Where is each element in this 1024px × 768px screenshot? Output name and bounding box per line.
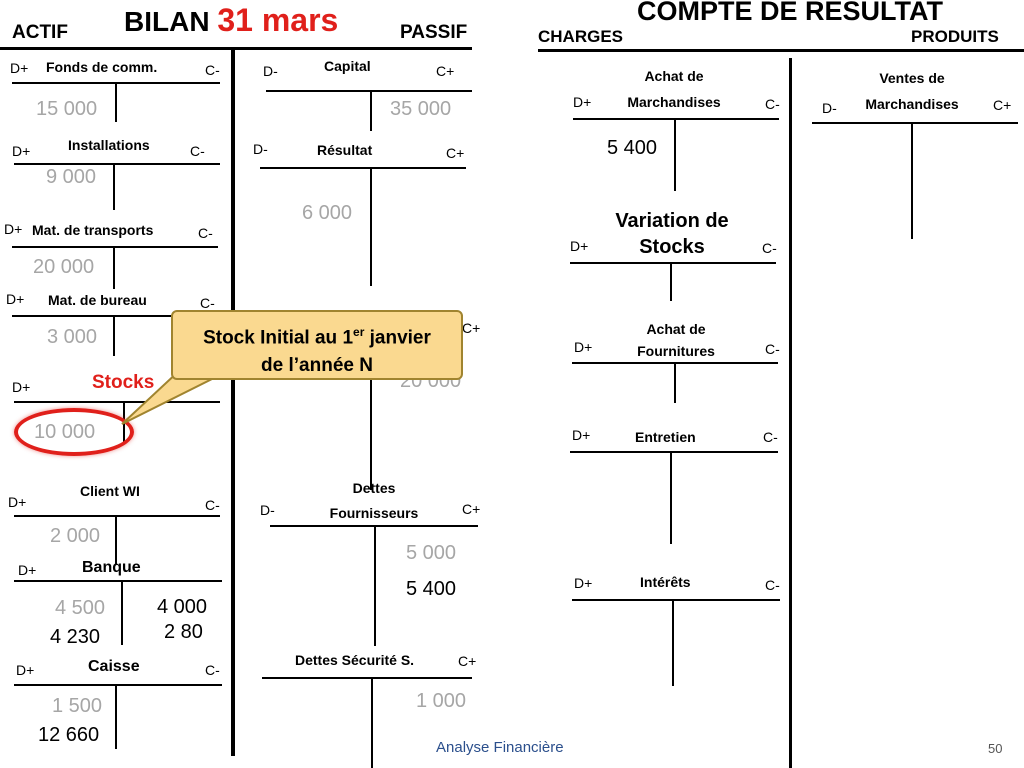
credit-sign: C+ (462, 320, 481, 336)
debit-sign: D+ (570, 238, 589, 254)
account-title: Fonds de comm. (46, 59, 158, 75)
credit-sign: C- (205, 62, 220, 78)
compte-title: COMPTE DE RÉSULTAT (637, 0, 943, 26)
debit-value: 12 660 (38, 724, 100, 746)
bilan-title-date: 31 mars (217, 2, 339, 38)
credit-value: 4 000 (157, 596, 208, 618)
debit-sign: D+ (16, 662, 35, 678)
debit-value: 4 230 (50, 626, 101, 648)
account-title: Dettes Fournisseurs (329, 480, 419, 521)
debit-sign: D+ (12, 143, 31, 159)
account-title: Banque (82, 559, 141, 576)
account-title: Stocks (92, 372, 155, 393)
debit-sign: D- (263, 63, 278, 79)
debit-value: 20 000 (33, 256, 95, 278)
debit-value: 5 400 (607, 137, 658, 159)
passif-label: PASSIF (400, 22, 468, 43)
credit-sign: C+ (436, 63, 455, 79)
account-title: Mat. de bureau (48, 292, 147, 308)
credit-sign: C- (765, 341, 780, 357)
debit-value: 9 000 (46, 166, 97, 188)
credit-sign: C- (765, 96, 780, 112)
footer-title: Analyse Financière (436, 739, 564, 756)
debit-value: 4 500 (55, 597, 106, 619)
debit-sign: D+ (574, 339, 593, 355)
credit-sign: C- (765, 577, 780, 593)
produits-label: PRODUITS (911, 27, 999, 46)
credit-sign: C- (762, 240, 777, 256)
debit-sign: D+ (12, 379, 31, 395)
debit-sign: D+ (10, 60, 29, 76)
account-title: Client WI (80, 483, 140, 499)
debit-value: 15 000 (36, 98, 98, 120)
credit-sign: C+ (446, 145, 465, 161)
credit-sign: C- (763, 429, 778, 445)
credit-sign: C- (200, 295, 215, 311)
debit-sign: D- (253, 141, 268, 157)
callout-line-1: Stock Initial au 1er janvier (203, 325, 431, 349)
actif-label: ACTIF (12, 22, 68, 43)
credit-value: 1 000 (416, 690, 467, 712)
credit-sign: C- (205, 662, 220, 678)
account-title: Achat de Marchandises (627, 68, 721, 110)
debit-value: 3 000 (47, 326, 98, 348)
account-title: Intérêts (640, 574, 691, 590)
credit-sign: C+ (462, 501, 481, 517)
credit-sign: C+ (458, 653, 477, 669)
credit-value: 2 80 (164, 621, 203, 643)
account-title: Achat de Fournitures (637, 321, 715, 359)
compte-header-rule (538, 49, 1024, 52)
debit-sign: D+ (6, 291, 25, 307)
debit-value: 2 000 (50, 525, 101, 547)
debit-sign: D+ (4, 221, 23, 237)
account-title: Installations (68, 137, 150, 153)
account-title: Résultat (317, 142, 373, 158)
account-title: Dettes Sécurité S. (295, 652, 415, 668)
account-title: Caisse (88, 658, 140, 675)
debit-sign: D+ (573, 94, 592, 110)
compte-center-divider (789, 58, 792, 768)
credit-sign: C+ (993, 97, 1012, 113)
account-title: Capital (324, 58, 371, 74)
account-title: Entretien (635, 429, 696, 445)
debit-sign: D- (260, 502, 275, 518)
callout-stock-initial: Stock Initial au 1er janvier de l’année … (171, 310, 463, 380)
debit-sign: D+ (8, 494, 27, 510)
debit-sign: D+ (18, 562, 37, 578)
callout-line-2: de l’année N (261, 355, 373, 377)
debit-value: 6 000 (302, 202, 353, 224)
account-title: Ventes de Marchandises (865, 70, 959, 112)
debit-value: 1 500 (52, 695, 103, 717)
debit-sign: D+ (574, 575, 593, 591)
page-number: 50 (988, 741, 1003, 756)
account-title: Variation de Stocks (615, 210, 729, 258)
bilan-header-rule (0, 47, 472, 50)
bilan-title: BILAN 31 mars (124, 2, 338, 39)
charges-label: CHARGES (538, 27, 624, 46)
credit-sign: C- (190, 143, 205, 159)
credit-value: 35 000 (390, 98, 452, 120)
credit-sign: C- (198, 225, 213, 241)
debit-sign: D+ (572, 427, 591, 443)
account-title: Mat. de transports (32, 222, 154, 238)
debit-sign: D- (822, 100, 837, 116)
highlight-circle (14, 408, 134, 456)
credit-sign: C- (205, 497, 220, 513)
bilan-center-divider (231, 50, 235, 756)
credit-value: 5 400 (406, 578, 457, 600)
bilan-title-word: BILAN (124, 6, 210, 37)
credit-value: 5 000 (406, 542, 457, 564)
